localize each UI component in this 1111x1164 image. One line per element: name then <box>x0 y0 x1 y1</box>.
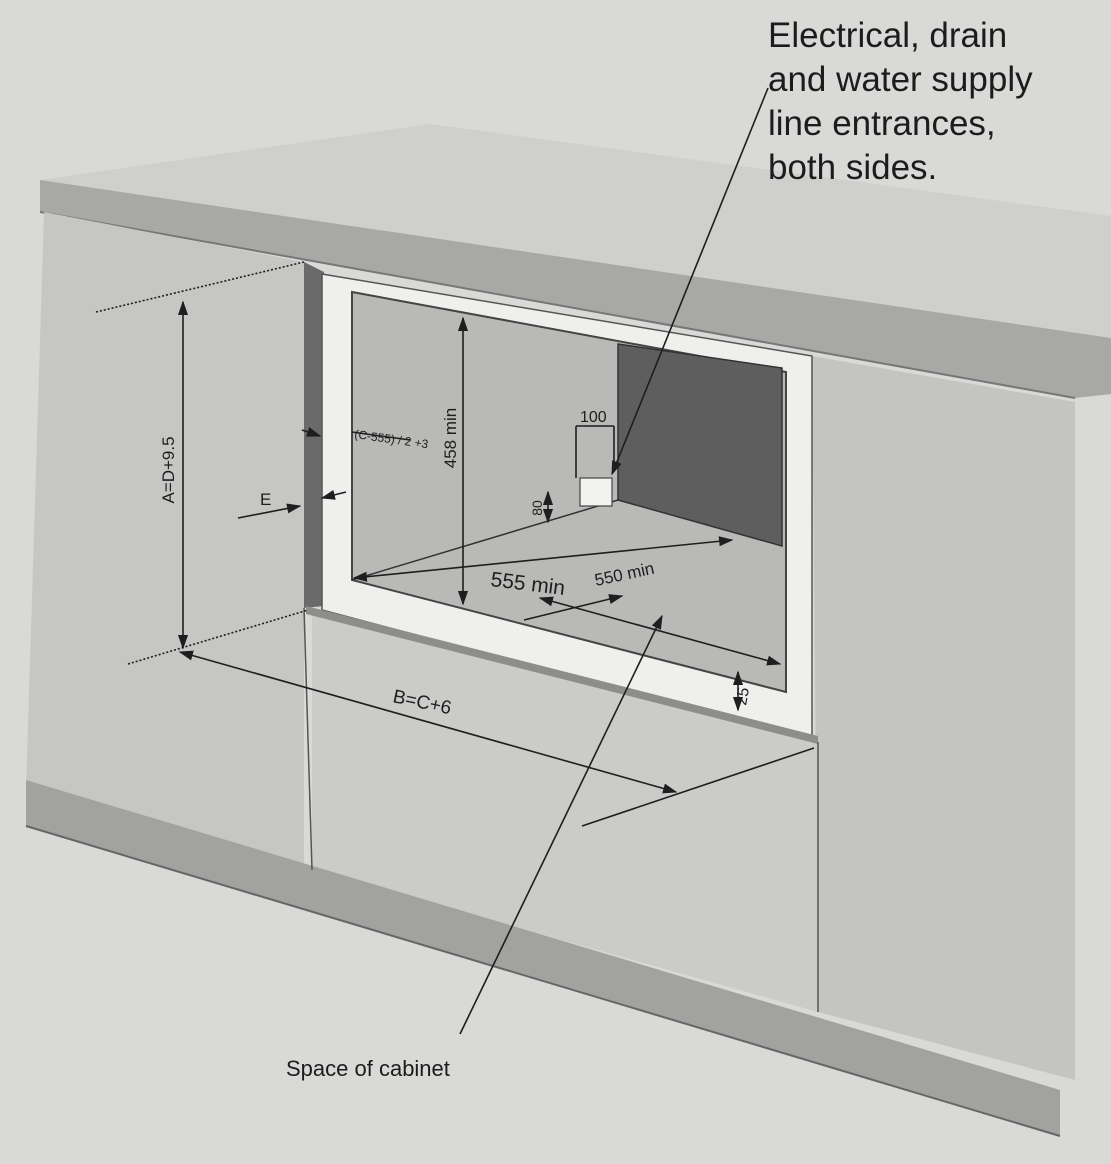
plinth <box>26 780 1060 1136</box>
callout-line-1: Electrical, drain <box>768 16 1008 55</box>
electrical-lines-callout: Electrical, drain and water supply line … <box>768 14 1033 190</box>
dimension-entry-width-label: 100 <box>580 409 607 426</box>
callout-line-4: both sides. <box>768 148 938 187</box>
dimension-gap-label: 25 <box>733 686 753 707</box>
dimension-height-min-label: 458 min <box>441 408 460 468</box>
callout-line-3: line entrances, <box>768 104 996 143</box>
niche-back-wall <box>617 343 783 547</box>
right-cabinet-panel <box>812 356 1075 1080</box>
dimension-lines <box>95 87 815 1035</box>
dimension-a-label: A=D+9.5 <box>159 436 178 503</box>
dimension-entry-height-label: 80 <box>529 500 545 516</box>
callout-line-2: and water supply <box>768 60 1033 99</box>
cabinet-space-callout: Space of cabinet <box>286 1056 450 1081</box>
countertop-top <box>40 124 1111 338</box>
niche-side-wall <box>304 262 324 608</box>
left-cabinet-panel <box>26 212 304 866</box>
line-entrance-opening <box>579 477 613 507</box>
dimension-e-label: E <box>260 490 271 509</box>
countertop-edge <box>40 180 1111 398</box>
